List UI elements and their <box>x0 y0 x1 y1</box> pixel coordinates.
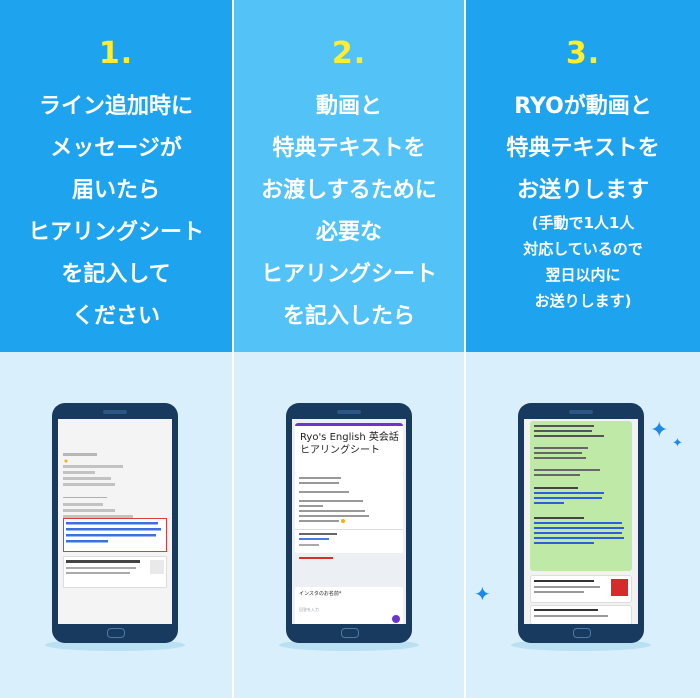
step-2-line-5: ヒアリングシート <box>260 262 437 287</box>
step-2-line-1: 動画と <box>315 94 382 119</box>
step-3-line-3: お送りします <box>516 178 649 203</box>
step-2-number: 2. <box>331 36 367 71</box>
step-1-line-4: ヒアリングシート <box>27 220 204 245</box>
form-title-line-2: ヒアリングシート <box>300 445 380 456</box>
step-2-line-3: お渡しするために <box>261 178 437 203</box>
step-3-note-line-2: 対応しているので <box>523 240 643 258</box>
phone-1-screen-line-chat <box>58 419 172 624</box>
step-2-line-6: を記入したら <box>282 304 415 329</box>
step-1-number: 1. <box>98 36 134 71</box>
form-description-card <box>295 473 403 553</box>
form-title: Ryo's English 英会話 ヒアリングシート <box>300 431 400 457</box>
step-column-1: 1. ライン追加時に メッセージが 届いたら ヒアリングシート を記入して くだ… <box>0 0 232 698</box>
column-divider-1 <box>232 0 234 698</box>
step-3-note-line-3: 翌日以内に <box>545 266 621 284</box>
phone-speaker <box>337 410 361 414</box>
step-3-line-1: RYOが動画と <box>514 94 652 119</box>
phone-1-illustration <box>52 403 178 643</box>
link-text-lines-icon <box>66 522 161 543</box>
step-1-line-5: を記入して <box>61 262 171 287</box>
form-description-lines-icon <box>295 477 403 546</box>
card-text-lines-icon <box>66 560 140 574</box>
sparkle-left-icon: ✦ <box>474 582 491 606</box>
form-header-card: Ryo's English 英会話 ヒアリングシート <box>295 423 403 474</box>
sparkle-small-icon: ✦ <box>672 436 683 451</box>
phone-speaker <box>103 410 127 414</box>
chat-lines-placeholder-icon <box>63 453 133 518</box>
step-1-line-2: メッセージが <box>50 136 182 161</box>
phone-home-button <box>107 628 125 638</box>
hearing-sheet-link-highlight <box>63 518 167 552</box>
phone-home-button <box>573 628 591 638</box>
phone-3-screen-chat-reply <box>524 419 638 624</box>
video-preview-card <box>530 575 632 603</box>
step-2-line-4: 必要な <box>315 220 382 245</box>
video-thumbnail <box>611 579 628 596</box>
edit-pencil-icon <box>392 615 400 623</box>
phone-2-illustration: Ryo's English 英会話 ヒアリングシート <box>286 403 412 643</box>
step-2-line-2: 特典テキストを <box>272 136 426 161</box>
reply-text-lines-icon <box>534 425 624 544</box>
step-column-3: 3. RYOが動画と 特典テキストを お送りします (手動で1人1人 対応してい… <box>466 0 700 698</box>
step-1-line-3: 届いたら <box>71 178 160 203</box>
question-label: インスタのお名前* <box>299 591 342 597</box>
reply-bubble <box>530 421 632 571</box>
step-3-line-2: 特典テキストを <box>506 136 660 161</box>
step-column-2: 2. 動画と 特典テキストを お渡しするために 必要な ヒアリングシート を記入… <box>234 0 464 698</box>
step-1-text: ライン追加時に メッセージが 届いたら ヒアリングシート を記入して ください <box>0 86 232 338</box>
step-3-number: 3. <box>565 36 601 71</box>
text-preview-card <box>530 605 632 624</box>
phone-3-illustration <box>518 403 644 643</box>
form-title-line-1: Ryo's English 英会話 <box>300 432 399 443</box>
question-card: インスタのお名前* 回答を入力 <box>295 587 403 624</box>
column-divider-2 <box>464 0 466 698</box>
step-3-note-line-1: (手動で1人1人 <box>531 214 635 232</box>
step-2-header: 2. 動画と 特典テキストを お渡しするために 必要な ヒアリングシート を記入… <box>234 0 464 352</box>
required-note <box>295 555 403 563</box>
step-1-line-1: ライン追加時に <box>38 94 193 119</box>
step-3-text: RYOが動画と 特典テキストを お送りします <box>466 86 700 212</box>
phone-2-screen-google-form: Ryo's English 英会話 ヒアリングシート <box>292 419 406 624</box>
sparkle-icon: ✦ <box>650 418 669 443</box>
step-1-line-6: ください <box>71 304 160 329</box>
step-3-header: 3. RYOが動画と 特典テキストを お送りします (手動で1人1人 対応してい… <box>466 0 700 352</box>
phone-speaker <box>569 410 593 414</box>
video-card-lines-icon <box>534 580 600 593</box>
required-note-line-icon <box>299 557 333 559</box>
text-card-lines-icon <box>534 609 608 617</box>
step-3-note-line-4: お送りします) <box>534 292 632 310</box>
answer-placeholder: 回答を入力 <box>299 607 319 612</box>
step-2-text: 動画と 特典テキストを お渡しするために 必要な ヒアリングシート を記入したら <box>234 86 464 338</box>
step-3-note: (手動で1人1人 対応しているので 翌日以内に お送りします) <box>466 210 700 314</box>
step-1-header: 1. ライン追加時に メッセージが 届いたら ヒアリングシート を記入して くだ… <box>0 0 232 352</box>
form-preview-card <box>63 556 167 588</box>
card-thumbnail <box>150 560 164 574</box>
phone-home-button <box>341 628 359 638</box>
